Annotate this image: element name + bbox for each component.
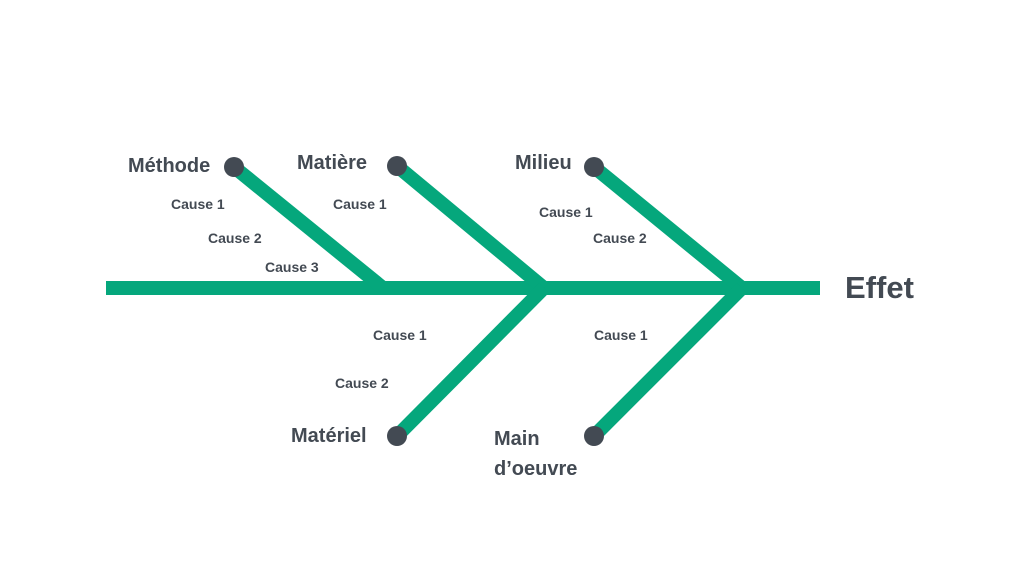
cause-main-doeuvre-1: Cause 1 bbox=[594, 327, 648, 343]
node-methode bbox=[224, 157, 244, 177]
bone-matiere bbox=[392, 160, 549, 294]
cause-milieu-2: Cause 2 bbox=[593, 230, 647, 246]
bone-materiel bbox=[392, 283, 549, 441]
bone-milieu bbox=[589, 161, 747, 294]
category-main-doeuvre-label-line1: Main bbox=[494, 428, 540, 450]
cause-methode-1: Cause 1 bbox=[171, 196, 225, 212]
cause-methode-2: Cause 2 bbox=[208, 230, 262, 246]
effect-label: Effet bbox=[845, 270, 914, 305]
category-matiere-label: Matière bbox=[297, 152, 368, 174]
category-milieu-label: Milieu bbox=[515, 152, 572, 174]
cause-matiere-1: Cause 1 bbox=[333, 196, 387, 212]
cause-methode-3: Cause 3 bbox=[265, 259, 319, 275]
cause-materiel-1: Cause 1 bbox=[373, 327, 427, 343]
node-materiel bbox=[387, 426, 407, 446]
cause-milieu-1: Cause 1 bbox=[539, 204, 593, 220]
bone-methode bbox=[229, 161, 388, 294]
category-main-doeuvre-label-line2: d’oeuvre bbox=[494, 458, 578, 480]
bone-main-doeuvre bbox=[589, 283, 747, 441]
node-matiere bbox=[387, 156, 407, 176]
node-main-doeuvre bbox=[584, 426, 604, 446]
category-materiel-label: Matériel bbox=[291, 425, 367, 447]
cause-materiel-2: Cause 2 bbox=[335, 375, 389, 391]
node-milieu bbox=[584, 157, 604, 177]
category-methode-label: Méthode bbox=[128, 155, 211, 177]
